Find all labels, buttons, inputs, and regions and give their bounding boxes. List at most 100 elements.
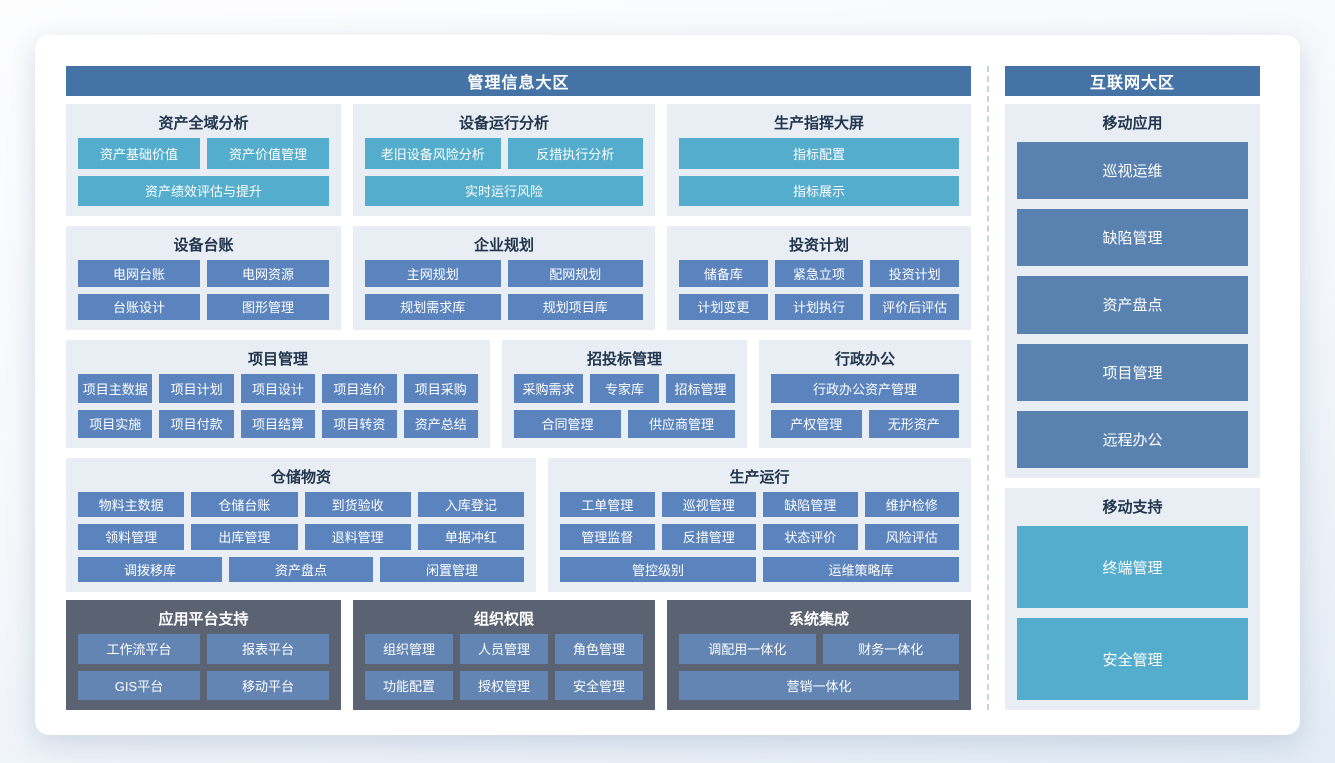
module-tile: 计划变更: [679, 293, 768, 320]
module-tile: 紧急立项: [774, 260, 864, 287]
module-tile: 人员管理: [460, 634, 548, 664]
row-warehouse-production: 仓储物资 物料主数据 仓储台账 到货验收 入库登记 领料管理 出库管理 退料管理…: [66, 458, 971, 592]
module-tile: 退料管理: [304, 524, 411, 550]
group-title: 项目管理: [247, 351, 308, 368]
module-tile: 项目转资: [322, 409, 397, 438]
module-tile: 资产绩效评估与提升: [78, 175, 329, 206]
module-tile: 老旧设备风险分析: [365, 138, 501, 169]
module-tile: 工作流平台: [78, 634, 200, 664]
module-grid: 行政办公资产管理 产权管理 无形资产: [771, 374, 959, 438]
module-tile: 运维策略库: [763, 556, 959, 582]
module-tile: 项目造价: [322, 374, 397, 403]
module-tile: 终端管理: [1017, 526, 1248, 608]
group-production-command-screen: 生产指挥大屏 指标配置 指标展示: [667, 104, 971, 216]
module-grid: 调配用一体化 财务一体化 营销一体化: [679, 634, 959, 700]
module-tile: 招标管理: [666, 374, 735, 403]
module-tile: 维护检修: [864, 492, 959, 518]
group-title: 设备运行分析: [458, 115, 549, 132]
module-tile: 管控级别: [560, 556, 756, 582]
module-tile: 物料主数据: [78, 492, 185, 518]
module-tile: 电网台账: [78, 260, 200, 287]
row-ledger-planning: 设备台账 电网台账 电网资源 台账设计 图形管理 企业规划 主网规划 配网规划 …: [66, 226, 971, 330]
module-tile: 台账设计: [78, 293, 200, 320]
module-tile: 项目主数据: [78, 374, 153, 403]
row-analysis: 资产全域分析 资产基础价值 资产价值管理 资产绩效评估与提升 设备运行分析 老旧…: [66, 104, 971, 216]
architecture-card: 管理信息大区 资产全域分析 资产基础价值 资产价值管理 资产绩效评估与提升 设备…: [35, 35, 1300, 735]
module-tile: 报表平台: [207, 634, 329, 664]
module-tile: 主网规划: [365, 260, 501, 287]
module-grid: 老旧设备风险分析 反措执行分析 实时运行风险: [365, 138, 643, 206]
module-tile: 单据冲红: [417, 524, 524, 550]
module-tile: GIS平台: [78, 670, 200, 700]
group-app-platform-support: 应用平台支持 工作流平台 报表平台 GIS平台 移动平台: [66, 600, 341, 710]
module-grid: 物料主数据 仓储台账 到货验收 入库登记 领料管理 出库管理 退料管理 单据冲红…: [78, 492, 524, 582]
module-tile: 状态评价: [763, 524, 858, 550]
module-tile: 资产基础价值: [78, 138, 200, 169]
module-tile: 储备库: [679, 260, 768, 287]
group-equipment-operation-analysis: 设备运行分析 老旧设备风险分析 反措执行分析 实时运行风险: [353, 104, 655, 216]
module-tile: 项目采购: [403, 374, 478, 403]
module-grid: 主网规划 配网规划 规划需求库 规划项目库: [365, 260, 643, 320]
module-tile: 配网规划: [507, 260, 643, 287]
module-tile: 项目设计: [240, 374, 316, 403]
group-asset-global-analysis: 资产全域分析 资产基础价值 资产价值管理 资产绩效评估与提升: [66, 104, 341, 216]
module-tile: 调配用一体化: [679, 634, 816, 664]
module-tile: 供应商管理: [628, 409, 735, 438]
zone-header-management-information: 管理信息大区: [66, 66, 971, 96]
module-tile: 专家库: [590, 374, 659, 403]
module-tile: 采购需求: [514, 374, 583, 403]
module-tile: 指标配置: [679, 138, 959, 169]
group-title: 组织权限: [473, 611, 534, 628]
module-tile: 项目管理: [1017, 343, 1248, 401]
module-grid: 储备库 紧急立项 投资计划 计划变更 计划执行 评价后评估: [679, 260, 959, 320]
module-tile: 入库登记: [417, 492, 524, 518]
group-investment-plan: 投资计划 储备库 紧急立项 投资计划 计划变更 计划执行 评价后评估: [667, 226, 971, 330]
group-title: 资产全域分析: [158, 115, 249, 132]
module-tile: 营销一体化: [679, 670, 959, 700]
zone-header-internet: 互联网大区: [1005, 66, 1260, 96]
group-title: 应用平台支持: [158, 611, 249, 628]
module-tile: 组织管理: [365, 634, 453, 664]
module-tile: 项目付款: [159, 409, 234, 438]
module-tile: 安全管理: [555, 670, 643, 700]
group-title: 投资计划: [788, 237, 849, 254]
group-mobile-support: 移动支持 终端管理 安全管理: [1005, 488, 1260, 710]
module-grid: 指标配置 指标展示: [679, 138, 959, 206]
module-tile: 规划需求库: [365, 293, 501, 320]
zone-internet: 互联网大区 移动应用 巡视运维 缺陷管理 资产盘点 项目管理 远程办公 移动支持…: [1005, 66, 1260, 710]
module-grid: 工作流平台 报表平台 GIS平台 移动平台: [78, 634, 329, 700]
module-tile: 调拨移库: [78, 556, 222, 582]
module-tile: 资产总结: [403, 409, 478, 438]
group-title: 移动应用: [1102, 115, 1163, 132]
row-project-bidding-admin: 项目管理 项目主数据 项目计划 项目设计 项目造价 项目采购 项目实施 项目付款…: [66, 340, 971, 448]
group-title: 移动支持: [1102, 499, 1163, 516]
group-system-integration: 系统集成 调配用一体化 财务一体化 营销一体化: [667, 600, 971, 710]
module-tile: 功能配置: [365, 670, 453, 700]
group-enterprise-planning: 企业规划 主网规划 配网规划 规划需求库 规划项目库: [353, 226, 655, 330]
module-grid: 终端管理 安全管理: [1017, 522, 1248, 700]
group-title: 企业规划: [473, 237, 534, 254]
module-grid: 资产基础价值 资产价值管理 资产绩效评估与提升: [78, 138, 329, 206]
module-grid: 项目主数据 项目计划 项目设计 项目造价 项目采购 项目实施 项目付款 项目结算…: [78, 374, 478, 438]
module-tile: 评价后评估: [870, 293, 959, 320]
group-bidding-management: 招投标管理 采购需求 专家库 招标管理 合同管理 供应商管理: [502, 340, 747, 448]
module-tile: 项目结算: [240, 409, 316, 438]
module-tile: 财务一体化: [822, 634, 959, 664]
zone-divider: [987, 66, 989, 710]
module-tile: 管理监督: [560, 524, 655, 550]
group-title: 生产指挥大屏: [773, 115, 864, 132]
group-equipment-ledger: 设备台账 电网台账 电网资源 台账设计 图形管理: [66, 226, 341, 330]
content: 管理信息大区 资产全域分析 资产基础价值 资产价值管理 资产绩效评估与提升 设备…: [66, 66, 1260, 710]
module-grid: 巡视运维 缺陷管理 资产盘点 项目管理 远程办公: [1017, 138, 1248, 468]
module-tile: 电网资源: [207, 260, 329, 287]
module-tile: 缺陷管理: [1017, 209, 1248, 267]
module-grid: 组织管理 人员管理 角色管理 功能配置 授权管理 安全管理: [365, 634, 643, 700]
group-title: 行政办公: [834, 351, 895, 368]
module-tile: 工单管理: [560, 492, 655, 518]
module-tile: 无形资产: [868, 409, 959, 438]
group-mobile-apps: 移动应用 巡视运维 缺陷管理 资产盘点 项目管理 远程办公: [1005, 104, 1260, 478]
module-grid: 电网台账 电网资源 台账设计 图形管理: [78, 260, 329, 320]
module-tile: 指标展示: [679, 175, 959, 206]
module-tile: 项目实施: [78, 409, 153, 438]
zone-management-information: 管理信息大区 资产全域分析 资产基础价值 资产价值管理 资产绩效评估与提升 设备…: [66, 66, 971, 710]
